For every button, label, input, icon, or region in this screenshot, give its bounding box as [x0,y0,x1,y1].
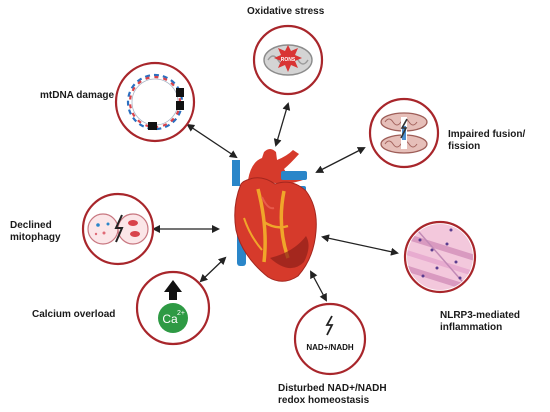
label-nlrp3-inflammation: NLRP3-mediated inflammation [440,310,521,333]
label-impaired-fusion: Impaired fusion/ fission [448,129,526,152]
arrow-nlrp3 [321,234,399,256]
damage-marker [148,122,157,130]
arrow-nad [310,270,327,302]
label-disturbed-nad: Disturbed NAD+/NADH redox homeostasis [278,383,387,406]
label-declined-mitophagy: Declined mitophagy [10,220,61,243]
arrows [152,102,399,302]
nad-nadh-icon-text: NAD+/NADH [306,343,354,352]
oxidative-stress-icon: RONS [252,24,324,96]
nlrp3-tissue-icon [403,220,477,294]
arrow-mtdna [186,123,238,159]
heart-icon [232,149,317,282]
arrow-oxidative [273,102,291,147]
arrow-calcium [199,256,227,283]
calcium-overload-icon: Ca 2+ [135,270,211,346]
declined-mitophagy-icon [81,192,155,266]
label-calcium-overload: Calcium overload [32,309,116,320]
damage-marker [176,101,184,110]
nad-nadh-icon: NAD+/NADH [293,302,367,376]
damage-marker [176,88,184,97]
impaired-fusion-icon [368,97,440,169]
label-oxidative-stress: Oxidative stress [247,6,325,17]
arrow-fusion [315,147,366,173]
mtdna-damage-icon [114,61,196,143]
calcium-ion-text: Ca [162,312,178,326]
calcium-charge-text: 2+ [177,310,185,317]
label-mtdna-damage: mtDNA damage [40,90,115,101]
rons-text: RONS [281,57,296,63]
